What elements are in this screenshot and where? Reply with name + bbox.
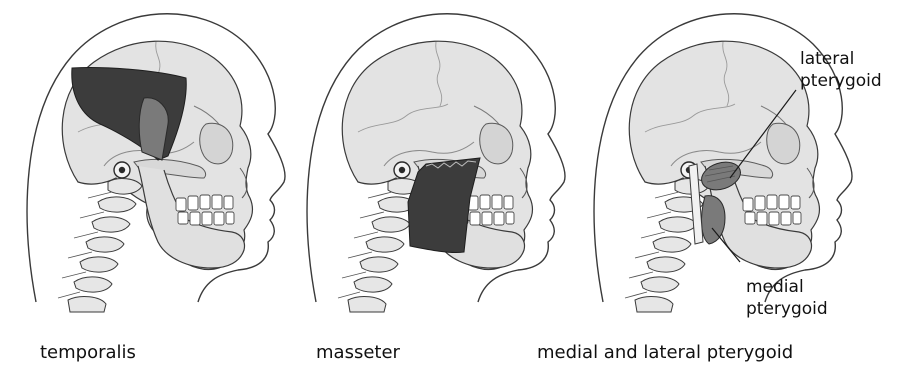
medial-pterygoid-muscle — [702, 196, 725, 244]
callout-medial-line2: pterygoid — [746, 298, 828, 320]
callout-medial-line1: medial — [746, 276, 828, 298]
callout-lateral-line1: lateral — [800, 48, 882, 70]
caption-temporalis: temporalis — [40, 342, 136, 363]
panel-masseter — [307, 14, 565, 312]
callout-lateral-pterygoid: lateral pterygoid — [800, 48, 882, 92]
caption-pterygoid: medial and lateral pterygoid — [537, 342, 793, 363]
panel-temporalis — [27, 14, 285, 312]
callout-medial-pterygoid: medial pterygoid — [746, 276, 828, 320]
temporalis-tendon — [139, 98, 168, 160]
callout-lateral-line2: pterygoid — [800, 70, 882, 92]
caption-masseter: masseter — [316, 342, 400, 363]
